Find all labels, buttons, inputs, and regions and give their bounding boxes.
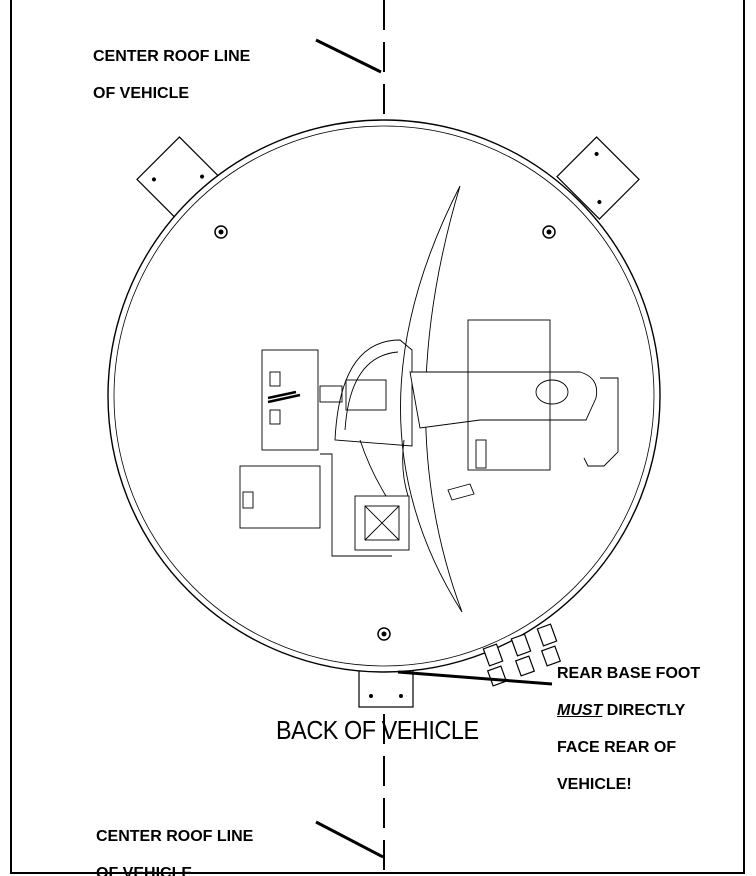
diagram-frame <box>10 0 745 874</box>
base-plate-inner <box>113 125 655 667</box>
label-line: FACE REAR OF <box>557 738 677 756</box>
leader-line-bottom <box>315 820 384 859</box>
back-of-vehicle-label: BACK OF VEHICLE <box>276 715 479 745</box>
leader-line-top <box>315 38 382 74</box>
center-roof-line-label-bottom: CENTER ROOF LINE OF VEHICLE <box>96 810 253 876</box>
label-line: VEHICLE! <box>557 775 632 793</box>
mount-bolts <box>214 225 556 641</box>
label-fragment: DIRECTLY <box>602 702 686 720</box>
label-line: OF VEHICLE <box>96 865 193 876</box>
antenna-mechanism <box>239 185 619 687</box>
center-roof-line-label-top: CENTER ROOF LINE OF VEHICLE <box>93 30 250 122</box>
label-line: MUST DIRECTLY <box>557 702 700 720</box>
base-plate-outer <box>107 119 661 673</box>
leader-line-rear-foot <box>397 670 553 686</box>
label-line: CENTER ROOF LINE <box>93 48 251 66</box>
label-line: REAR BASE FOOT <box>557 665 701 683</box>
rear-base-foot-note: REAR BASE FOOT MUST DIRECTLY FACE REAR O… <box>557 647 700 813</box>
must-emphasis: MUST <box>557 702 603 720</box>
label-line: CENTER ROOF LINE <box>96 828 254 846</box>
reflector-dish <box>400 185 463 613</box>
label-line: OF VEHICLE <box>93 85 190 103</box>
base-foot-right <box>556 136 640 220</box>
